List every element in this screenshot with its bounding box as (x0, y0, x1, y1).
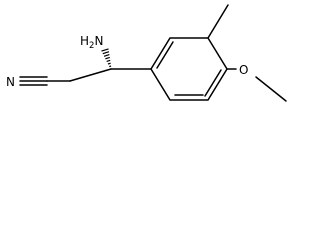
chemical-structure: N H2N O (6, 4, 287, 102)
aromatic-double-bond-top-left (156, 41, 174, 69)
stereo-hashed-wedge-bond (101, 48, 112, 68)
amine-label: H2N (80, 34, 103, 51)
benzene-ring (150, 37, 228, 101)
aromatic-double-bond-right (204, 69, 222, 97)
bond-oxygen-methyl (255, 76, 287, 102)
methyl-bond (207, 4, 229, 39)
amine-n-label: N (94, 34, 103, 48)
amine-h-label: H (80, 34, 89, 48)
hash-mark (109, 65, 112, 68)
hash-mark (106, 59, 111, 62)
hash-mark (103, 54, 110, 57)
hash-mark (102, 51, 110, 55)
bond-ch2-chiral (69, 68, 112, 82)
methoxy-oxygen-label: O (239, 63, 248, 77)
amine-h-subscript: 2 (89, 41, 94, 51)
hash-mark (101, 48, 109, 52)
hash-mark (105, 56, 110, 60)
hash-mark (107, 62, 111, 65)
nitrile-nitrogen-label: N (6, 75, 15, 89)
